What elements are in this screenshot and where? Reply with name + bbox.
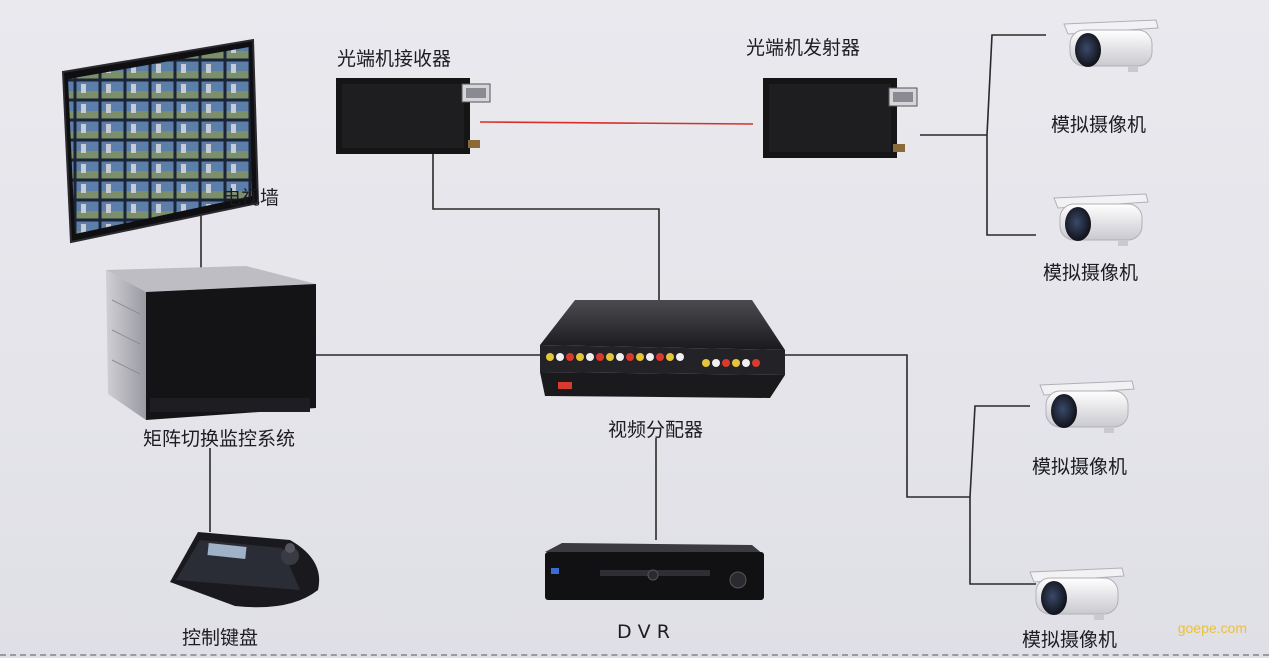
fiber-link-line xyxy=(479,121,754,125)
label-tv-wall: 电视墙 xyxy=(222,187,280,209)
rca-jacks xyxy=(546,353,760,367)
camera-2-icon xyxy=(1053,193,1149,246)
line-bottom-camera-bus xyxy=(969,405,1036,585)
matrix-system-icon xyxy=(106,266,316,420)
tv-wall-icon xyxy=(61,38,260,244)
label-camera-2: 模拟摄像机 xyxy=(1043,262,1139,284)
line-distributor-bus xyxy=(785,354,970,498)
label-optical-transmitter: 光端机发射器 xyxy=(746,37,861,59)
optical-transmitter-icon xyxy=(763,78,918,158)
camera-1-icon xyxy=(1063,19,1159,72)
label-camera-3: 模拟摄像机 xyxy=(1032,456,1128,478)
label-dvr: D V R xyxy=(617,621,670,643)
label-matrix-system: 矩阵切换监控系统 xyxy=(143,428,296,450)
camera-4-icon xyxy=(1029,567,1125,620)
optical-receiver-icon xyxy=(336,78,491,154)
connector-lines xyxy=(200,34,1046,585)
video-distributor-icon xyxy=(540,300,785,398)
camera-3-icon xyxy=(1039,380,1135,433)
label-control-keyboard: 控制键盘 xyxy=(182,627,259,649)
control-keyboard-icon xyxy=(170,532,320,608)
line-top-camera-bus xyxy=(986,34,1046,236)
label-camera-1: 模拟摄像机 xyxy=(1051,114,1147,136)
bottom-dashed-divider xyxy=(0,654,1269,656)
label-video-distributor: 视频分配器 xyxy=(608,419,704,441)
line-receiver-distributor xyxy=(432,150,660,300)
label-camera-4: 模拟摄像机 xyxy=(1022,629,1118,651)
dvr-icon xyxy=(545,543,764,600)
watermark: goepe.com xyxy=(1177,620,1247,636)
label-optical-receiver: 光端机接收器 xyxy=(337,48,452,70)
